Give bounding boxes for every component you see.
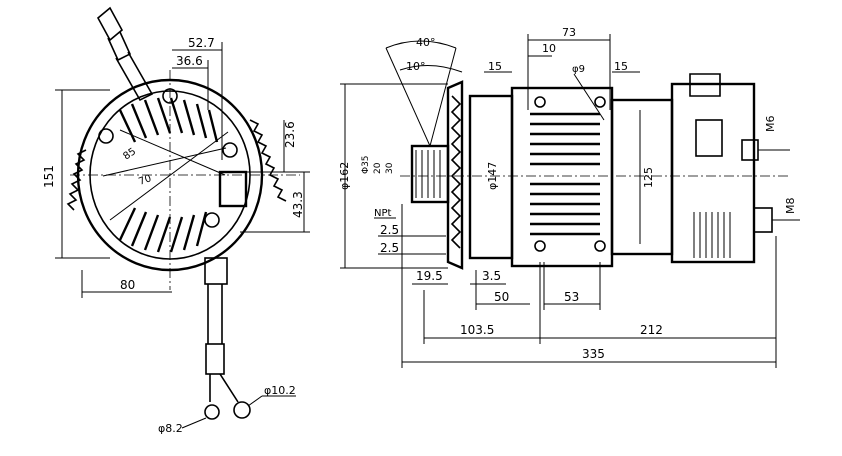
dim-50: 50 [494,290,509,304]
side-radius-line-2 [119,129,226,176]
top-cable-segment-1 [107,31,132,62]
dim-125: 125 [642,167,655,188]
bottom-cable-sleeve [205,343,225,375]
dim-shaft-1: Φ35 [361,155,371,174]
ring-terminal-large [233,401,251,419]
front-end-cap [670,82,756,264]
side-radius-line-1 [109,131,229,221]
angle-40-line-left [385,47,431,147]
dim-43-3: 43.3 [291,191,305,218]
dim-m8: M8 [784,198,797,215]
side-rim-teeth-right [249,119,287,202]
side-rim-teeth-left [66,149,87,211]
bottom-cable-body [207,284,223,344]
dim-151: 151 [42,165,56,188]
dim-dia-9: φ9 [572,64,585,75]
dim-15b: 15 [614,60,628,73]
dim-m6: M6 [764,116,777,133]
front-bolt-1 [534,96,546,108]
front-flange [446,80,464,270]
front-bolt-2 [594,96,606,108]
dim-dia-8-2: φ8.2 [158,422,183,435]
dim-dia-147: φ147 [486,162,499,190]
dim-9-leader [573,73,605,121]
angle-10-arc [399,64,463,73]
front-bolt-4 [594,240,606,252]
side-bolt-left [98,128,114,144]
front-view: M6 M8 40° 10° φ162 Φ35 20 30 φ147 125 73… [338,26,800,368]
dim-angle-10: 10° [406,60,426,73]
dim-335: 335 [582,347,605,361]
dim-angle-40: 40° [416,36,436,49]
bottom-cable-leads [209,373,239,403]
dim-73: 73 [562,26,576,39]
dim-212: 212 [640,323,663,337]
dim-2-5b: 2.5 [380,241,399,255]
dim-10: 10 [542,42,556,55]
dim-shaft-2: 20 [373,162,383,174]
m8-terminal [753,207,773,233]
top-cable-plug [96,6,124,42]
side-radius-line-3 [102,147,227,177]
dim-dia-162: φ162 [338,162,351,190]
dim-shaft-3: 30 [385,162,395,174]
side-fins-top [118,97,219,143]
side-terminal-box [218,170,248,208]
side-view: 151 80 52.7 36.6 23.6 43.3 85 70 φ10.2 φ… [42,6,310,435]
dim-103-5: 103.5 [460,323,494,337]
front-lower-fins [693,212,731,258]
leader-10-2 [247,395,263,407]
dim-15a: 15 [488,60,502,73]
dim-80: 80 [120,278,135,292]
front-flange-teeth [450,95,462,249]
dim-r85: 85 [121,146,138,162]
top-cable-segment-2 [115,51,154,102]
ring-terminal-small [204,404,220,420]
front-top-connector [689,73,721,97]
front-stator-fins [530,112,600,236]
front-end-cap-window [695,119,723,157]
dim-23-6: 23.6 [283,121,297,148]
leader-8-2 [181,417,207,429]
angle-40-arc [385,40,457,49]
bottom-cable-plug [204,257,228,285]
dim-3-5: 3.5 [482,269,501,283]
dim-r70: 70 [137,173,153,188]
dim-52-7: 52.7 [188,36,215,50]
front-bolt-3 [534,240,546,252]
dim-36-6: 36.6 [176,54,203,68]
side-bolt-bottom [204,212,220,228]
dim-19-5: 19.5 [416,269,443,283]
side-bolt-right [222,142,238,158]
m6-terminal [741,139,759,161]
side-bolt-top [162,88,178,104]
side-fins-bottom [118,207,208,253]
dim-53: 53 [564,290,579,304]
angle-40-line-right [429,47,457,147]
dim-dia-10-2: φ10.2 [264,384,296,397]
dim-2-5a: 2.5 [380,223,399,237]
front-pulley-grooves [415,150,441,198]
label-npt: NPt [374,208,392,219]
front-pulley-hub [410,144,450,204]
